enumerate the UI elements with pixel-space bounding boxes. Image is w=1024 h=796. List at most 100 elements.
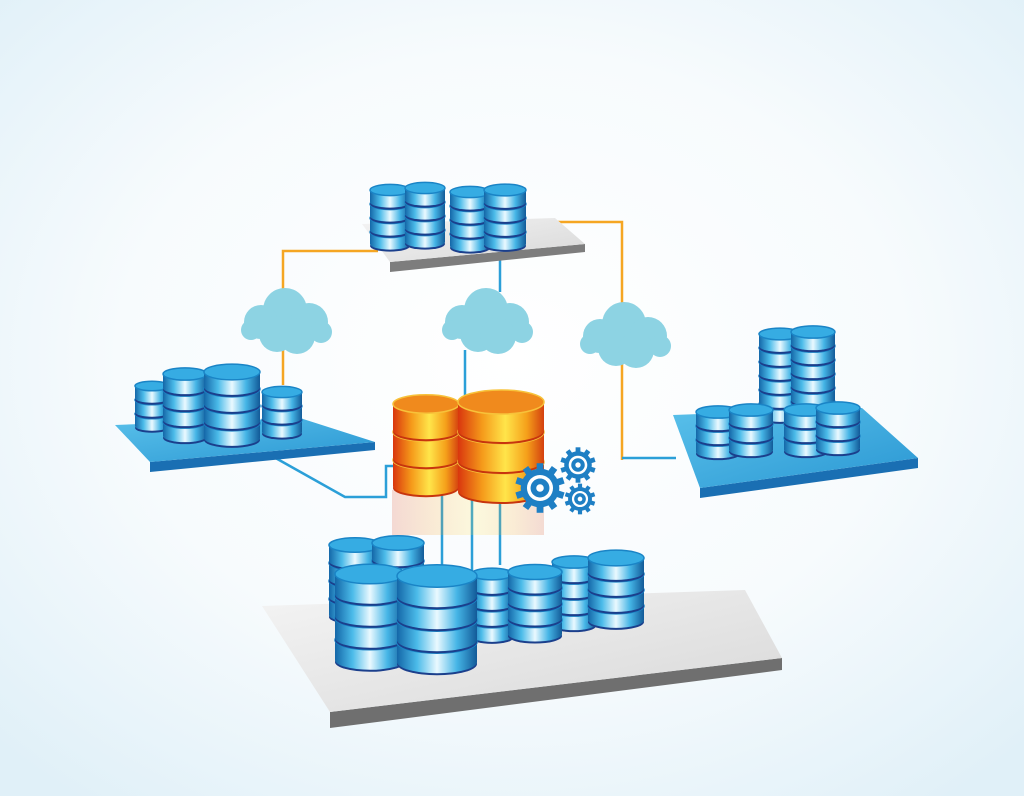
disk-top [334,563,406,585]
disk-side-bottom [405,236,445,248]
database-icon [470,567,514,644]
disk-side-bottom [759,382,801,394]
cloud-icon [442,288,533,354]
disk-side-bottom [508,626,562,642]
database-disk [815,401,861,429]
disk-side-bottom [450,198,490,210]
disk-side-bottom [471,614,513,626]
cloud-puff [310,321,332,343]
disk-side-bottom [471,598,513,610]
disk-top [261,385,303,399]
database-disk [404,181,446,208]
disk-side-bottom [204,379,260,395]
gear-tooth [575,476,581,483]
database-disk [587,549,645,582]
clouds [241,288,671,368]
database-disk [369,183,411,210]
gear-tooth [575,447,581,454]
database-icon [507,563,563,644]
disk-side-bottom [484,238,526,250]
disk-side-bottom [370,238,410,250]
database-disk [396,564,478,610]
disk-side-bottom [729,415,773,429]
database-disk [334,563,406,606]
disk-side-bottom [816,413,860,427]
database-icon [483,183,527,252]
gear-axle [536,484,544,492]
cloud-puff [511,321,533,343]
database-icon [404,181,446,250]
gear-tooth [577,483,583,489]
cloud-puff [442,320,462,340]
cloud-icon [580,302,671,368]
disk-side-bottom [335,584,405,604]
disk-side-bottom [588,612,644,628]
disk-side-bottom [791,365,835,379]
platform-edge [390,244,585,272]
gears-icon [515,447,596,515]
disk-top [790,325,836,339]
gear-tooth [536,463,544,472]
disk-side-bottom [458,447,544,473]
database-disk [790,325,836,353]
disk-side-bottom [791,379,835,393]
disk-side-bottom [370,210,410,222]
disk-side-bottom [552,617,596,631]
database-icon [587,549,645,630]
platform-edge [150,442,375,472]
disk-side-bottom [759,354,801,366]
disk-side-bottom [508,594,562,610]
database-disk [758,327,802,354]
disk-side-bottom [393,448,459,468]
disk-side-bottom [508,578,562,594]
disk-side-bottom [204,413,260,429]
platforms [115,181,918,728]
database-icon [203,363,261,448]
disk-side-bottom [335,606,405,626]
disk-side-bottom [816,427,860,441]
disk-top [396,564,478,588]
gear-tooth [577,509,583,515]
platform-edge [700,458,918,498]
disk-side-bottom [405,222,445,234]
cloud-puff [480,318,516,354]
disk-side-bottom [471,630,513,642]
disk-side-bottom [262,398,302,410]
disk-side-bottom [204,396,260,412]
database-icon [369,183,411,252]
disk-side-bottom [484,196,526,208]
database-disk [483,183,527,210]
platform-edge [330,658,782,728]
database-icon [396,564,478,676]
database-disk [507,563,563,596]
disk-side-bottom [791,337,835,351]
cloud-puff [618,332,654,368]
disk-side-bottom [552,585,596,599]
disk-side-bottom [588,564,644,580]
disk-top [392,394,460,414]
database-icon [162,367,208,445]
database-disk [261,385,303,412]
disk-side-bottom [372,551,424,567]
disk-side-bottom [552,601,596,615]
disk-side-bottom [135,407,169,417]
right-platform [673,325,918,498]
database-icon [728,403,774,459]
database-icon [134,380,170,433]
cloud-puff [241,320,261,340]
disk-top [728,403,774,417]
connection-line [271,454,396,499]
disk-side-bottom [262,412,302,424]
disk-side-bottom [484,210,526,222]
disk-side-bottom [163,397,207,411]
cloud-puff [649,335,671,357]
top-platform [362,181,585,272]
database-disk [371,534,425,569]
disk-top [404,181,446,195]
disk-side-bottom [450,240,490,252]
disk-side-bottom [450,212,490,224]
disk-side-bottom [370,196,410,208]
disk-side-bottom [393,476,459,496]
primary-database-icon [392,394,460,498]
gear-axle [575,462,581,468]
